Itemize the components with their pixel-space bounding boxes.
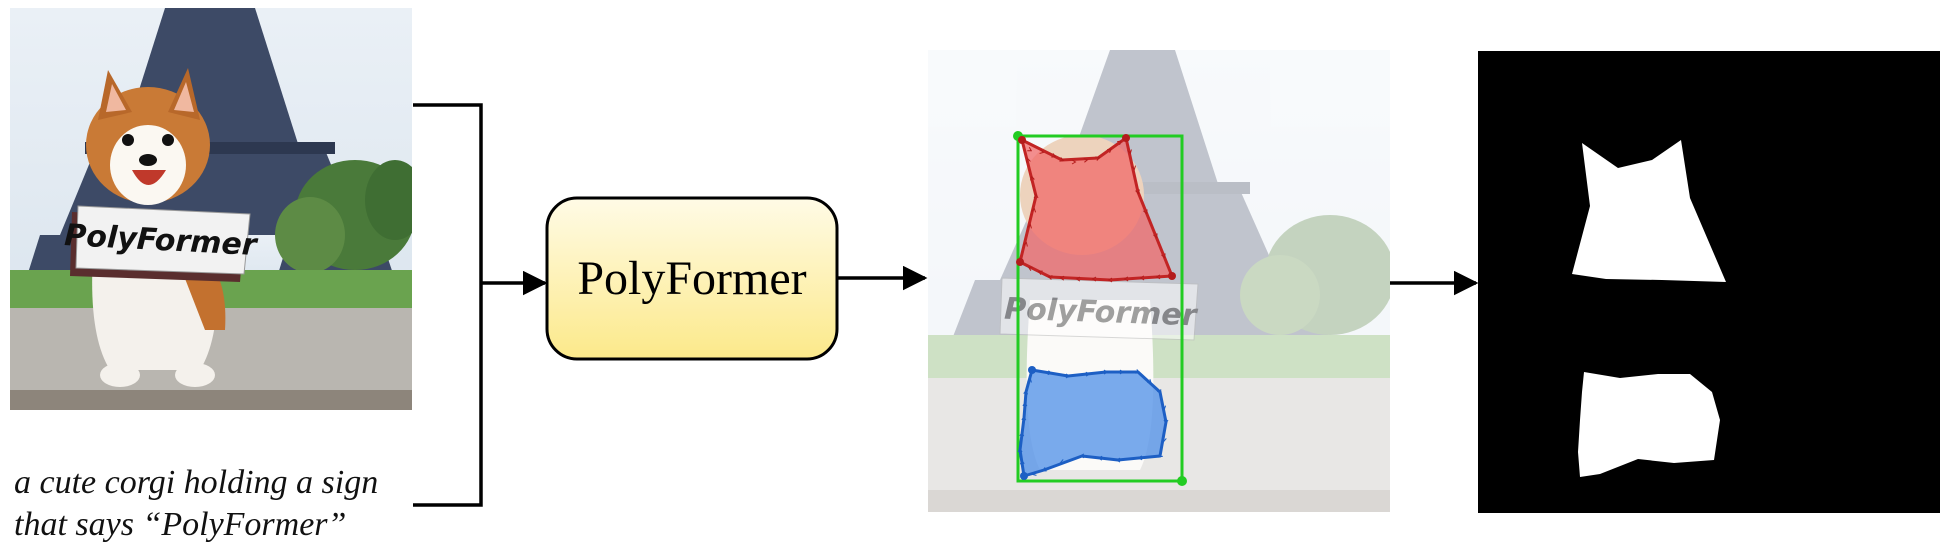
head-polygon <box>1016 134 1176 283</box>
prediction-overlay-image: PolyFormer <box>928 50 1390 512</box>
trees-illustration <box>275 160 412 273</box>
polyformer-model-box: PolyFormer <box>545 196 839 361</box>
input-image: PolyFormer <box>10 8 412 410</box>
sign-board: PolyFormer <box>64 205 260 282</box>
merge-bracket-icon <box>413 103 548 507</box>
overlay-sign-board: PolyFormer <box>999 277 1200 341</box>
bbox-bottom-right-point <box>1177 476 1187 486</box>
caption-line-2: that says “PolyFormer” <box>14 506 347 543</box>
mask-region-body <box>1578 372 1720 477</box>
body-polygon <box>1017 366 1169 480</box>
model-box-label: PolyFormer <box>577 252 806 305</box>
overlay-sign-text: PolyFormer <box>1004 292 1200 334</box>
caption-line-1: a cute corgi holding a sign <box>14 464 379 501</box>
mask-region-head <box>1572 140 1726 282</box>
segmentation-mask-output <box>1478 51 1940 513</box>
